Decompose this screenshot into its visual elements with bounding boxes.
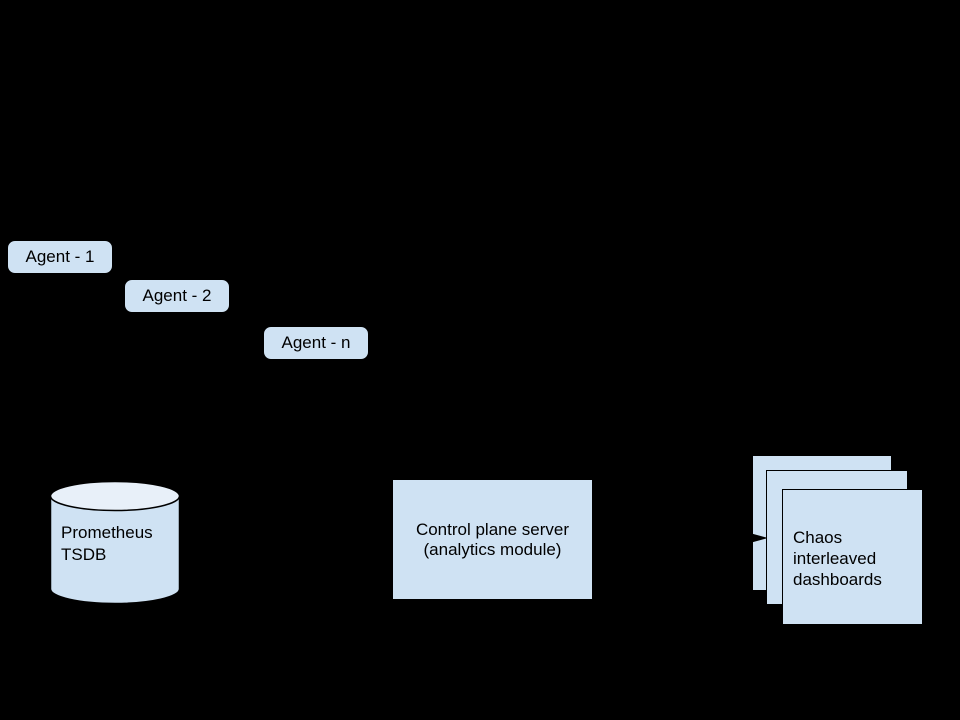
agent-n-node: Agent - n [263,326,369,360]
arrowhead-icon [746,532,768,544]
prometheus-tsdb-label: Prometheus TSDB [61,522,153,566]
dashboards-label-line2: interleaved [793,549,877,568]
database-cylinder-icon [49,480,181,605]
dashboards-label: Chaos interleaved dashboards [793,527,882,590]
control-plane-server-node: Control plane server (analytics module) [392,479,593,600]
prometheus-label-line1: Prometheus [61,523,153,542]
dashboard-card-front: Chaos interleaved dashboards [782,489,923,625]
control-plane-label-line1: Control plane server [415,519,570,539]
agent-n-label: Agent - n [281,333,351,352]
dashboards-label-line3: dashboards [793,570,882,589]
prometheus-label-line2: TSDB [61,545,107,564]
agent-2-node: Agent - 2 [124,279,230,313]
dashboards-label-line1: Chaos [793,528,843,547]
agent-1-label: Agent - 1 [25,247,95,266]
agent-1-node: Agent - 1 [7,240,113,274]
cylinder-top-ellipse [49,480,181,512]
control-plane-label-line2: (analytics module) [423,539,562,559]
agent-2-label: Agent - 2 [142,286,212,305]
